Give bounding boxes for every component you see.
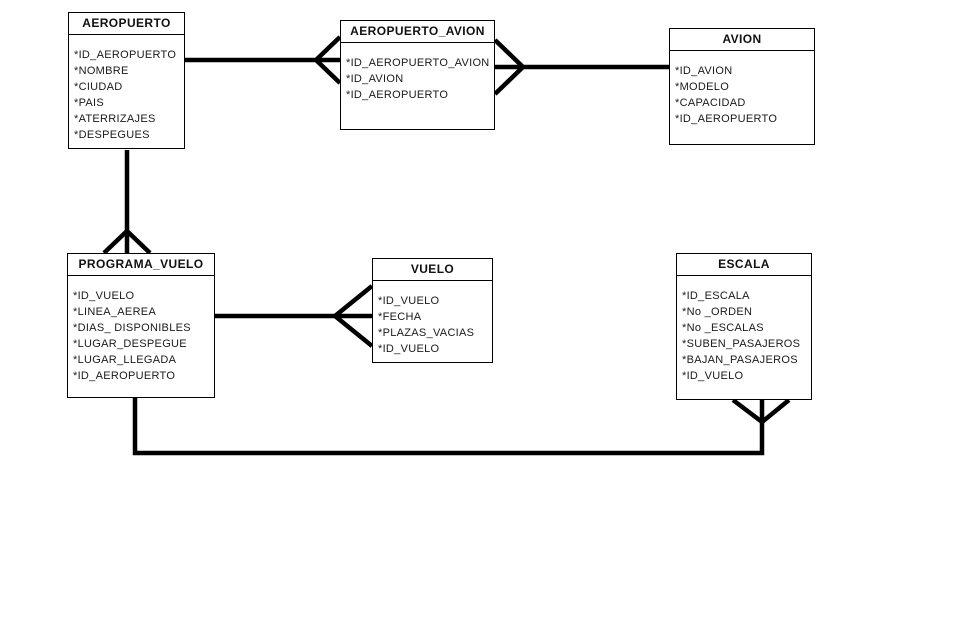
- entity-programa-vuelo: PROGRAMA_VUELO *ID_VUELO *LINEA_AEREA *DIA…: [67, 253, 215, 398]
- entity-attributes: *ID_ESCALA *No _ORDEN *No _ESCALAS *SUBEN_P…: [677, 276, 811, 384]
- attribute-row: *CIUDAD: [74, 81, 123, 93]
- rel-programa_vuelo-vuelo: [215, 284, 374, 348]
- attribute-row: *No _ESCALAS: [682, 322, 764, 334]
- attribute-row: *LUGAR_DESPEGUE: [73, 338, 187, 350]
- attribute-row: *ID_VUELO: [682, 370, 744, 382]
- attribute-row: *FECHA: [378, 311, 422, 323]
- entity-attributes: *ID_AEROPUERTO_AVION *ID_AVION *ID_AEROPUE…: [341, 43, 494, 103]
- attribute-row: *DESPEGUES: [74, 129, 150, 141]
- entity-title: AVION: [670, 29, 814, 51]
- attribute-row: *LINEA_AEREA: [73, 306, 157, 318]
- attribute-row: *PAIS: [74, 97, 105, 109]
- entity-aeropuerto: AEROPUERTO *ID_AEROPUERTO*NOMBRE*CIUDAD*…: [68, 12, 185, 149]
- entity-vuelo: VUELO *ID_VUELO*FECHA*PLAZAS_VACIAS*ID_V…: [372, 258, 493, 363]
- attribute-row: *ID_VUELO: [378, 295, 440, 307]
- entity-avion: AVION *ID_AVION *MODELO *CAPACIDAD *ID_AERO…: [669, 28, 815, 145]
- entity-attributes: *ID_AEROPUERTO *NOMBRE *CIUDAD *PAIS *ATERRI…: [69, 35, 184, 143]
- entity-title: AEROPUERTO_AVION: [341, 21, 494, 43]
- entity-attributes: *ID_AVION *MODELO *CAPACIDAD *ID_AEROPUERTO: [670, 51, 814, 127]
- rel-programa_vuelo-escala: [132, 398, 791, 456]
- attribute-row: *ATERRIZAJES: [74, 113, 156, 125]
- attribute-row: *SUBEN_PASAJEROS: [682, 338, 801, 350]
- attribute-row: *ID_ESCALA: [682, 290, 750, 302]
- attribute-row: *No _ORDEN: [682, 306, 753, 318]
- attribute-row: *MODELO: [675, 81, 730, 93]
- entity-title: AEROPUERTO: [69, 13, 184, 35]
- attribute-row: *ID_AVION: [346, 73, 404, 85]
- entity-title: PROGRAMA_VUELO: [68, 254, 214, 276]
- entity-attributes: *ID_VUELO *FECHA *PLAZAS_VACIAS *ID_VUELO: [373, 281, 492, 357]
- entity-title: ESCALA: [677, 254, 811, 276]
- entity-title: VUELO: [373, 259, 492, 281]
- attribute-row: *ID_VUELO: [378, 343, 440, 355]
- entity-aeropuerto-avion: AEROPUERTO_AVION *ID_AEROPUERTO_AVION*ID…: [340, 20, 495, 130]
- rel-aeropuerto-programa_vuelo: [102, 150, 152, 255]
- attribute-row: *ID_AEROPUERTO: [675, 113, 778, 125]
- attribute-row: *NOMBRE: [74, 65, 129, 77]
- attribute-row: *ID_AEROPUERTO: [74, 49, 177, 61]
- attribute-row: *DIAS_ DISPONIBLES: [73, 322, 191, 334]
- attribute-row: *ID_AEROPUERTO: [73, 370, 176, 382]
- attribute-row: *PLAZAS_VACIAS: [378, 327, 475, 339]
- attribute-row: *CAPACIDAD: [675, 97, 746, 109]
- rel-aeropuerto-aeropuerto_avion: [185, 35, 342, 85]
- attribute-row: *ID_VUELO: [73, 290, 135, 302]
- attribute-row: *ID_AEROPUERTO_AVION: [346, 57, 490, 69]
- attribute-row: *ID_AEROPUERTO: [346, 89, 449, 101]
- attribute-row: *BAJAN_PASAJEROS: [682, 354, 798, 366]
- entity-attributes: *ID_VUELO *LINEA_AEREA *DIAS_ DISPONIBLES *…: [68, 276, 214, 384]
- attribute-row: *ID_AVION: [675, 65, 733, 77]
- rel-aeropuerto_avion-avion: [493, 38, 669, 96]
- attribute-row: *LUGAR_LLEGADA: [73, 354, 177, 366]
- entity-escala: ESCALA *ID_ESCALA*No _ORDEN*No _ESCALAS*…: [676, 253, 812, 400]
